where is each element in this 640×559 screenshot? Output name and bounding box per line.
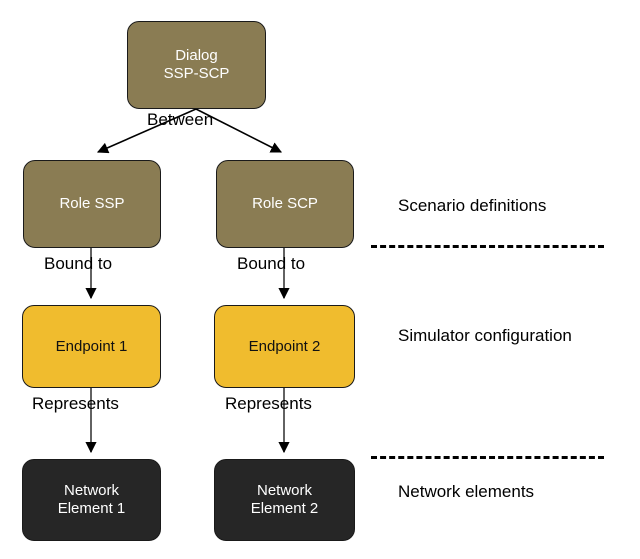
node-role-ssp-label: Role SSP xyxy=(59,195,125,213)
edge-label-bound-to-left: Bound to xyxy=(44,254,113,273)
node-role-ssp[interactable]: Role SSP xyxy=(23,160,161,248)
node-role-scp[interactable]: Role SCP xyxy=(216,160,354,248)
lane-divider-upper xyxy=(371,245,604,248)
node-network-element-1[interactable]: Network Element 1 xyxy=(22,459,161,541)
node-dialog-ssp-scp-label: Dialog SSP-SCP xyxy=(163,47,230,82)
lane-label-simulator-configuration: Simulator configuration xyxy=(398,326,572,345)
edge-label-bound-to-right: Bound to xyxy=(237,254,306,273)
node-network-element-2[interactable]: Network Element 2 xyxy=(214,459,355,541)
node-role-scp-label: Role SCP xyxy=(252,195,318,213)
lane-divider-lower xyxy=(371,456,604,459)
node-endpoint-1[interactable]: Endpoint 1 xyxy=(22,305,161,388)
lane-label-scenario-definitions: Scenario definitions xyxy=(398,196,547,215)
lane-label-network-elements: Network elements xyxy=(398,482,535,501)
node-dialog-ssp-scp[interactable]: Dialog SSP-SCP xyxy=(127,21,266,109)
node-network-element-1-label: Network Element 1 xyxy=(57,482,126,517)
node-network-element-2-label: Network Element 2 xyxy=(250,482,319,517)
edge-label-represents-right: Represents xyxy=(225,394,312,413)
edge-label-represents-left: Represents xyxy=(32,394,119,413)
edge-label-between: Between xyxy=(147,110,214,129)
node-endpoint-2[interactable]: Endpoint 2 xyxy=(214,305,355,388)
node-endpoint-1-label: Endpoint 1 xyxy=(55,337,128,355)
node-endpoint-2-label: Endpoint 2 xyxy=(248,337,321,355)
